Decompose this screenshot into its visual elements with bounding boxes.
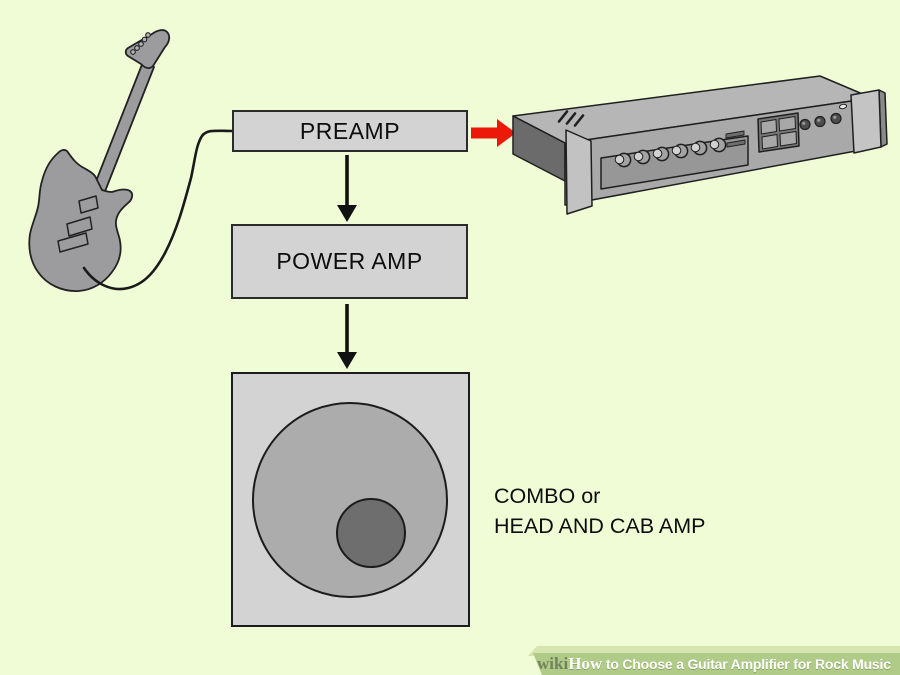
speaker-cone [252,402,448,598]
rack-indicator-icon [838,103,848,110]
knob-icon [633,149,651,165]
knob-icon [652,146,670,162]
rack-preamp-illustration [512,75,888,215]
knob-icon [709,137,727,153]
rack-jacks [799,112,842,131]
wikihow-logo-wiki: wiki [537,654,569,673]
jack-icon [814,115,826,128]
signal-arrow-icon [471,119,516,147]
jack-icon [830,112,842,125]
preamp-box: PREAMP [232,110,468,152]
preamp-label: PREAMP [299,117,401,144]
knob-icon [671,143,689,159]
rack-knobs [614,137,727,168]
rack-left-ear [565,129,593,215]
guitar-cable [82,129,235,291]
guitar-headstock [124,29,171,70]
rack-panel-slots [725,130,746,148]
rack-buttons [760,116,797,150]
speaker-dust-cap [336,498,406,568]
watermark-banner-highlight [528,646,900,656]
knob-icon [614,152,632,168]
guitar-tuners [130,32,151,55]
speaker-cabinet-illustration [231,372,470,627]
knob-icon [690,140,708,156]
caption-line-2: HEAD AND CAB AMP [494,514,706,538]
electric-guitar-illustration [28,29,171,292]
flow-arrow-poweramp-to-speaker [337,304,357,369]
wikihow-logo-how: How [568,654,603,673]
caption-line-1: COMBO or [494,484,601,508]
power-amp-label: POWER AMP [276,248,423,274]
arrowhead-icon [337,205,357,222]
rack-vent-slots [557,110,585,127]
watermark-article-title: to Choose a Guitar Amplifier for Rock Mu… [602,656,891,672]
jack-icon [799,118,811,131]
guitar-neck [90,61,155,200]
power-amp-box: POWER AMP [231,224,468,299]
rack-button-block [757,112,800,153]
arrowhead-icon [337,352,357,369]
guitar-pickups [57,195,99,253]
flow-arrow-preamp-to-poweramp [337,155,357,222]
speaker-caption: COMBO or HEAD AND CAB AMP [494,481,705,541]
rack-right-ear-front [850,89,882,154]
